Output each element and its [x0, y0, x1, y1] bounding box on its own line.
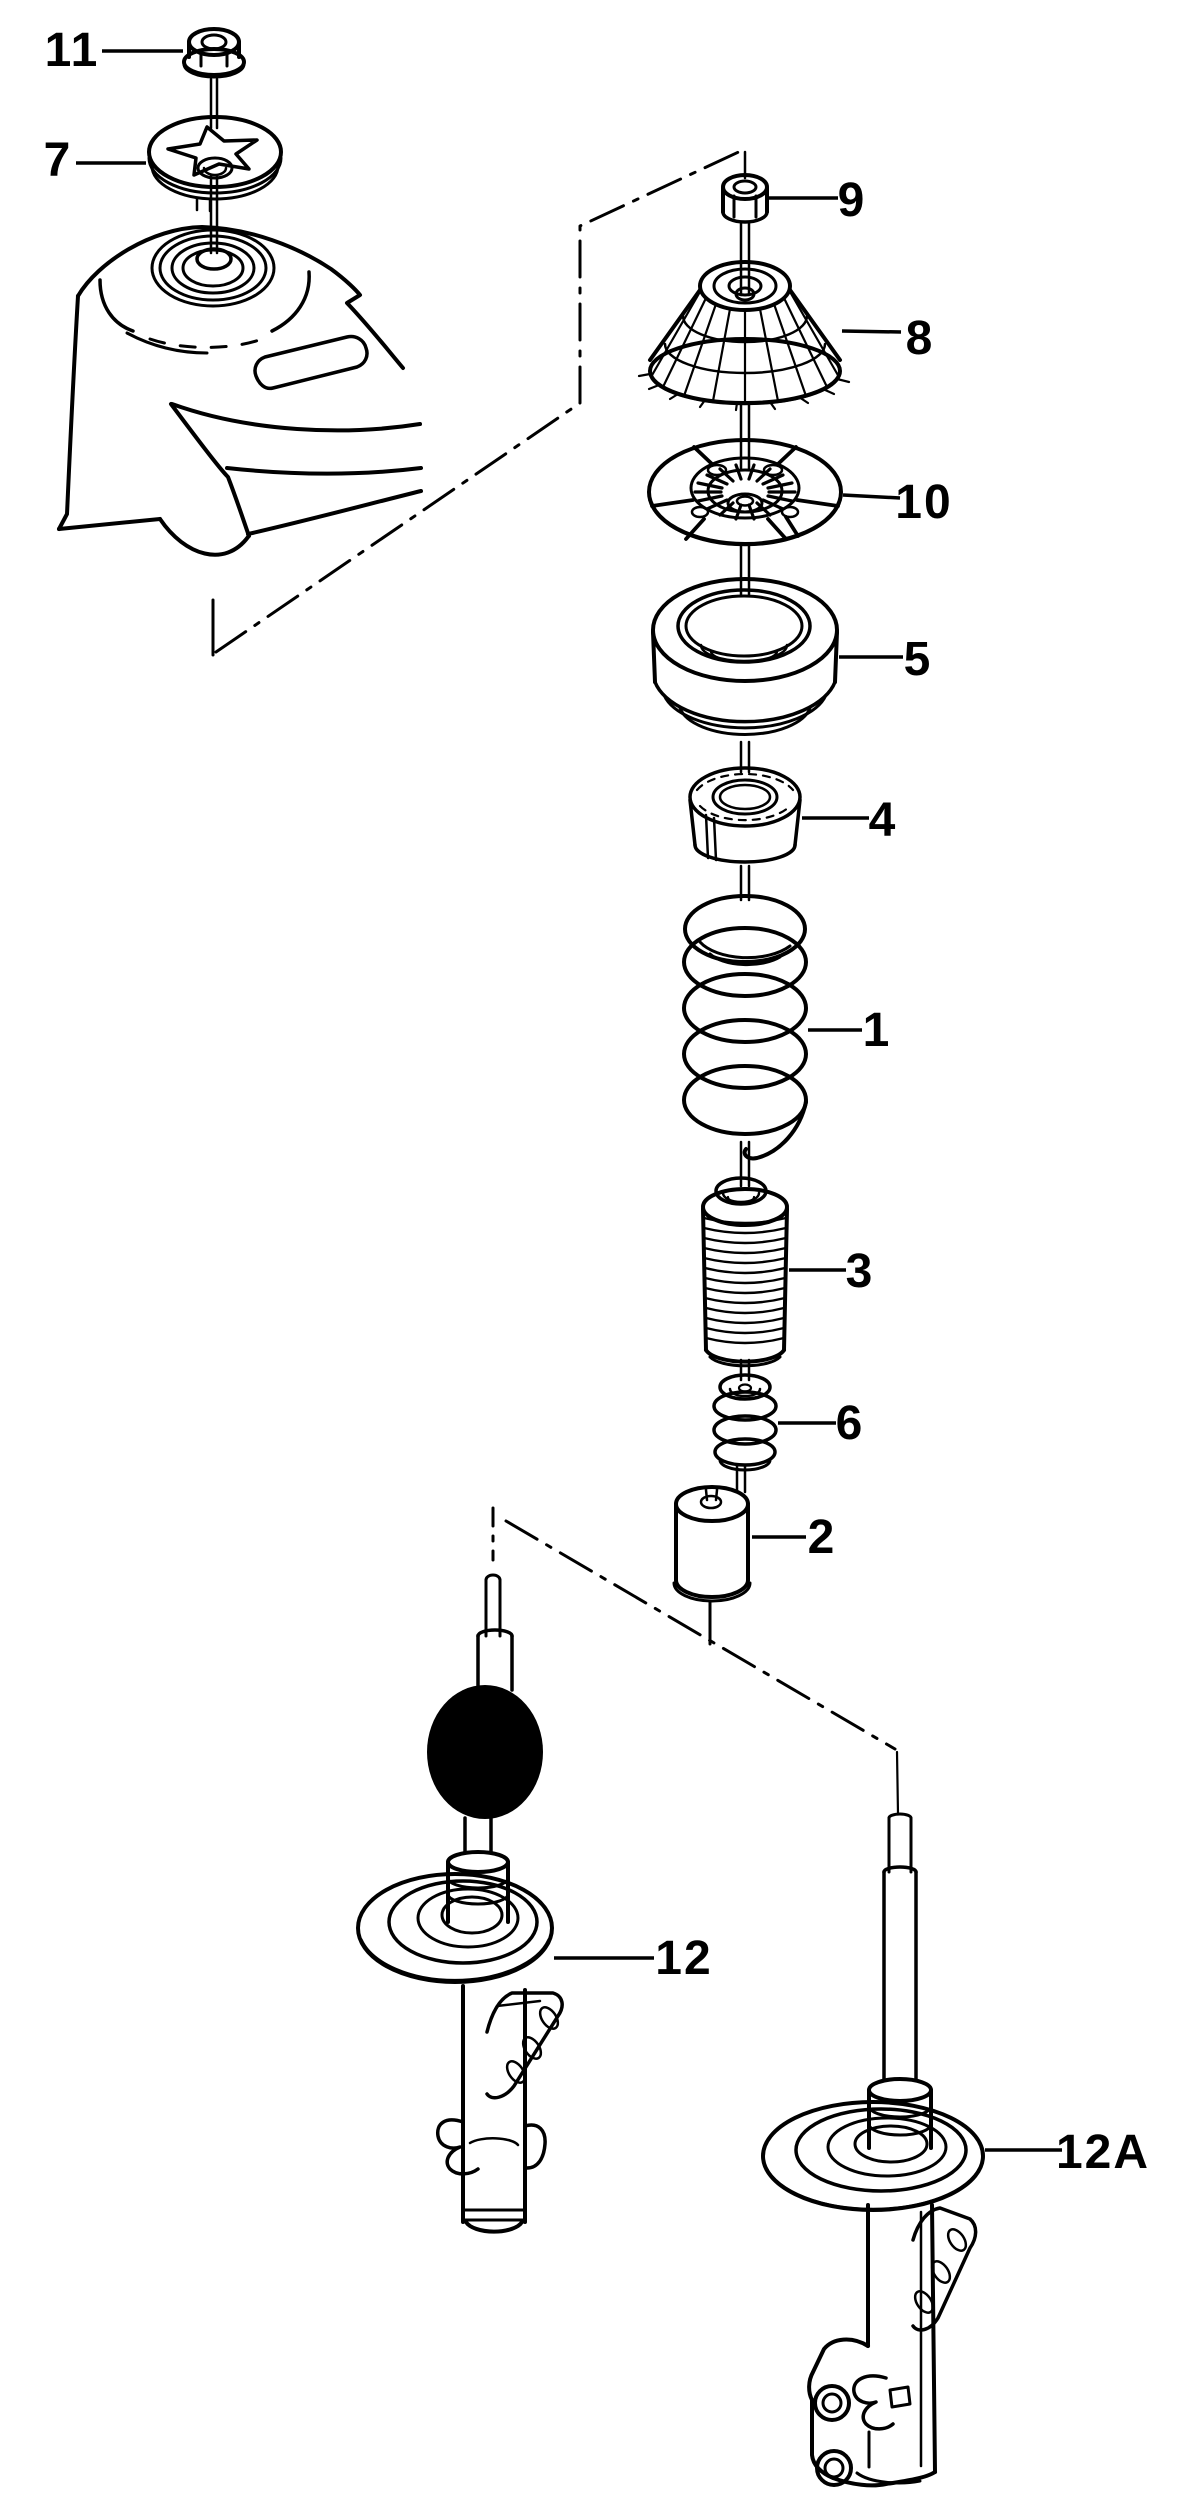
- callout-leader-10: [842, 493, 901, 500]
- body-panel-sketch: [57, 210, 423, 557]
- callout-label-8: 8: [906, 312, 935, 365]
- callout-label-2: 2: [808, 1511, 837, 1564]
- part-10-strut-bearing: [647, 402, 843, 547]
- strut-12: [356, 1573, 564, 2234]
- highlight-ball: [427, 1685, 543, 1819]
- callout-12: 12: [554, 1932, 712, 1985]
- callout-2: 2: [752, 1511, 837, 1564]
- callout-11: 11: [45, 24, 183, 77]
- reference-axis-lower: [491, 1506, 900, 1816]
- part-9-nut: [721, 150, 769, 224]
- callout-3: 3: [789, 1245, 875, 1298]
- callout-leader-8: [841, 329, 902, 334]
- callout-12A: 12A: [985, 2126, 1150, 2179]
- callout-label-12A: 12A: [1056, 2126, 1150, 2179]
- callout-4: 4: [802, 794, 898, 847]
- callout-label-1: 1: [863, 1004, 892, 1057]
- callout-label-5: 5: [904, 633, 933, 686]
- callout-9: 9: [769, 174, 867, 227]
- reference-axis-upper: [211, 147, 747, 657]
- part-1-coil-spring: [682, 864, 808, 1161]
- bearing-fins: [693, 463, 797, 521]
- callout-1: 1: [808, 1004, 892, 1057]
- part-4-spacer-ring: [688, 740, 802, 864]
- part-7-mount-cap: [147, 115, 283, 213]
- callout-5: 5: [839, 633, 933, 686]
- callout-layer: 11 7 9 8 10 5 4 1 3 6 2 12 12A: [44, 24, 1150, 2179]
- part-8-strut-support-mount: [637, 220, 851, 412]
- part-6-bump-stop: [712, 1358, 778, 1472]
- mount-rim-ticks: [637, 372, 851, 412]
- part-2-cap: [672, 1464, 752, 1646]
- mount-grid-lines: [649, 288, 841, 405]
- callout-10: 10: [842, 476, 952, 529]
- bearing-spokes: [650, 445, 840, 541]
- callout-label-12: 12: [655, 1932, 712, 1985]
- part-3-protective-boot: [701, 1140, 789, 1368]
- callout-label-10: 10: [895, 476, 952, 529]
- callout-6: 6: [778, 1397, 865, 1450]
- callout-8: 8: [841, 312, 935, 365]
- callout-label-6: 6: [836, 1397, 865, 1450]
- part-11-flange-nut: [182, 27, 246, 130]
- boot-ribs: [702, 1216, 788, 1345]
- callout-label-11: 11: [45, 24, 100, 77]
- spacer-rim-hatch: [695, 772, 795, 822]
- callout-label-3: 3: [846, 1245, 875, 1298]
- callout-label-9: 9: [838, 174, 867, 227]
- callout-label-4: 4: [869, 794, 898, 847]
- callout-label-7: 7: [44, 134, 73, 187]
- strut-12a: [761, 1812, 985, 2488]
- callout-7: 7: [44, 134, 146, 187]
- part-5-spring-seat: [651, 544, 839, 736]
